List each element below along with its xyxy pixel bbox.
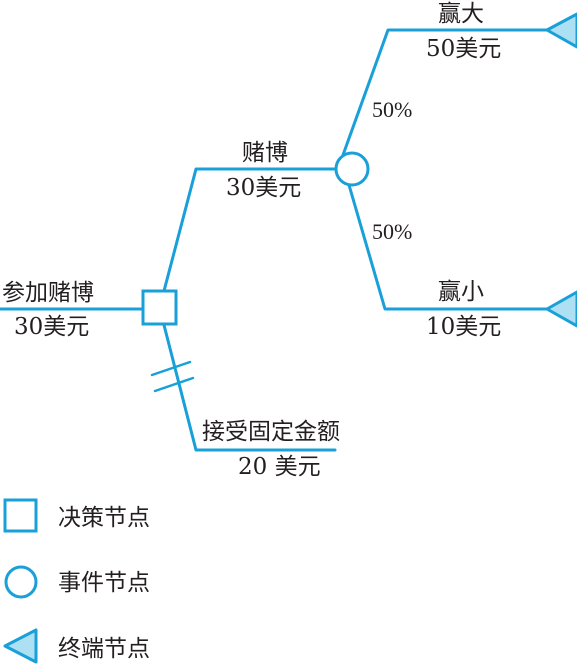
root-label: 参加赌博 xyxy=(2,280,94,306)
prune-mark-2 xyxy=(153,376,195,393)
decision-node xyxy=(141,289,178,326)
legend-decision-icon xyxy=(3,498,38,533)
win-big-probability: 50% xyxy=(372,97,412,122)
fixed-amount-label: 接受固定金额 xyxy=(202,419,340,445)
legend-event-label: 事件节点 xyxy=(58,570,150,596)
win-big-value: 50美元 xyxy=(426,36,501,62)
fixed-amount-value: 20 美元 xyxy=(238,454,321,480)
legend: 决策节点 事件节点 终端节点 xyxy=(3,498,150,664)
win-big-label: 赢大 xyxy=(438,1,484,27)
root-value: 30美元 xyxy=(14,314,89,340)
event-node xyxy=(334,151,370,187)
gamble-branch xyxy=(162,167,339,293)
legend-terminal-icon xyxy=(3,628,38,664)
terminal-node-win-small xyxy=(545,290,577,328)
legend-event-icon xyxy=(4,565,38,599)
prune-mark-1 xyxy=(150,360,192,377)
win-small-label: 赢小 xyxy=(438,279,484,305)
gamble-label: 赌博 xyxy=(242,140,288,166)
legend-decision-label: 决策节点 xyxy=(58,505,150,531)
win-big-branch xyxy=(341,28,549,157)
win-small-value: 10美元 xyxy=(426,314,501,340)
legend-terminal-label: 终端节点 xyxy=(58,636,150,662)
win-small-probability: 50% xyxy=(372,219,412,244)
terminal-node-win-big xyxy=(545,12,577,49)
gamble-value: 30美元 xyxy=(226,175,301,201)
win-small-branch xyxy=(347,183,549,311)
